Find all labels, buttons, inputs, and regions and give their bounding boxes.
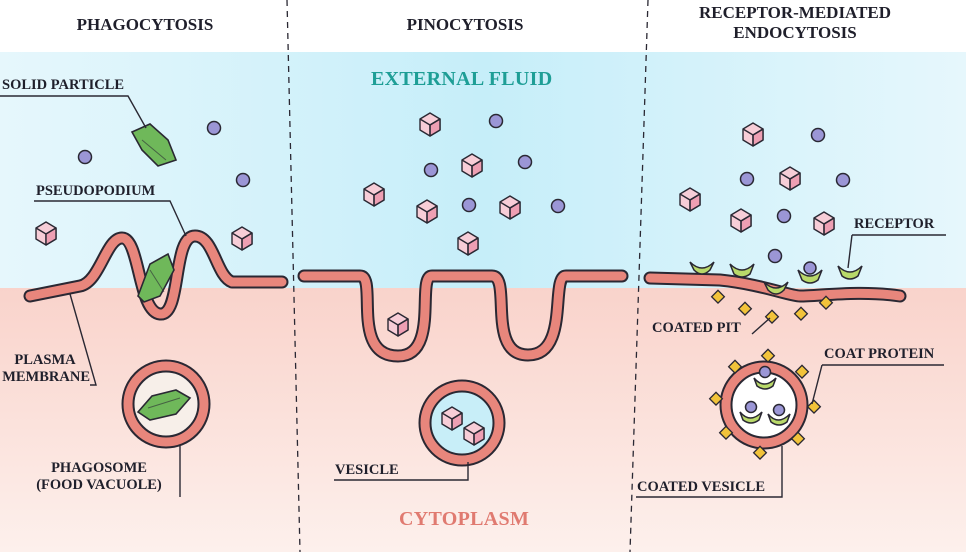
pinocytosis-vesicle [418, 379, 506, 467]
leader-vesicle [334, 462, 469, 481]
molecules [77, 113, 851, 264]
label-phagosome: PHAGOSOME (FOOD VACUOLE) [24, 460, 174, 494]
receptor-shape [837, 265, 863, 280]
coat-proteins-vesicle [708, 348, 822, 460]
divider-left [286, 0, 301, 553]
label-coated-pit: COATED PIT [652, 320, 741, 336]
receptor-shape [729, 263, 755, 278]
receptor-membrane [643, 271, 907, 303]
label-phagosome-line1: PHAGOSOME [51, 460, 147, 476]
coated-vesicle [719, 360, 809, 450]
pinocytosis-membrane [297, 269, 629, 363]
label-plasma-line1: PLASMA [14, 352, 76, 368]
header-receptor-mediated: RECEPTOR-MEDIATED ENDOCYTOSIS [680, 3, 910, 43]
header-receptor-line1: RECEPTOR-MEDIATED [698, 3, 892, 22]
divider-right [629, 0, 649, 553]
solid-particle [136, 389, 192, 421]
label-pseudopodium: PSEUDOPODIUM [36, 183, 156, 199]
solid-particles [130, 123, 192, 421]
receptors [689, 261, 863, 295]
leader-lines [0, 95, 946, 498]
label-solid-particle: SOLID PARTICLE [2, 77, 125, 93]
label-phagosome-line2: (FOOD VACUOLE) [36, 477, 162, 493]
external-fluid-area [0, 52, 966, 292]
leader-coated-vesicle [636, 446, 783, 498]
header-pinocytosis: PINOCYTOSIS [406, 15, 524, 34]
bound-molecule [803, 261, 817, 275]
leader-plasma-membrane [69, 293, 97, 386]
header-receptor-line2: ENDOCYTOSIS [733, 23, 857, 42]
leader-receptor [847, 234, 946, 269]
label-vesicle: VESICLE [335, 462, 399, 478]
label-coat-protein: COAT PROTEIN [824, 346, 935, 362]
phagocytosis-membrane [23, 229, 289, 321]
leader-coat-protein [811, 364, 944, 405]
solid-particle [137, 252, 175, 303]
external-fluid-label: EXTERNAL FLUID [371, 68, 553, 90]
cytoplasm-label: CYTOPLASM [399, 508, 530, 530]
receptor-shape [689, 261, 715, 275]
receptor-shape [797, 269, 823, 284]
leader-coated-pit [751, 317, 771, 335]
vesicle-receptors [739, 377, 791, 426]
header-phagocytosis: PHAGOCYTOSIS [76, 15, 214, 34]
receptor-shape [763, 281, 789, 295]
label-plasma-line2: MEMBRANE [2, 369, 90, 385]
label-receptor: RECEPTOR [854, 216, 935, 232]
cubes [35, 112, 835, 446]
solid-particle [130, 123, 178, 167]
label-coated-vesicle: COATED VESICLE [637, 479, 765, 495]
leader-pseudopodium [34, 200, 187, 237]
leader-solid-particle [0, 95, 147, 129]
label-plasma-membrane: PLASMA MEMBRANE [0, 352, 90, 386]
vesicle-molecules [744, 365, 786, 417]
